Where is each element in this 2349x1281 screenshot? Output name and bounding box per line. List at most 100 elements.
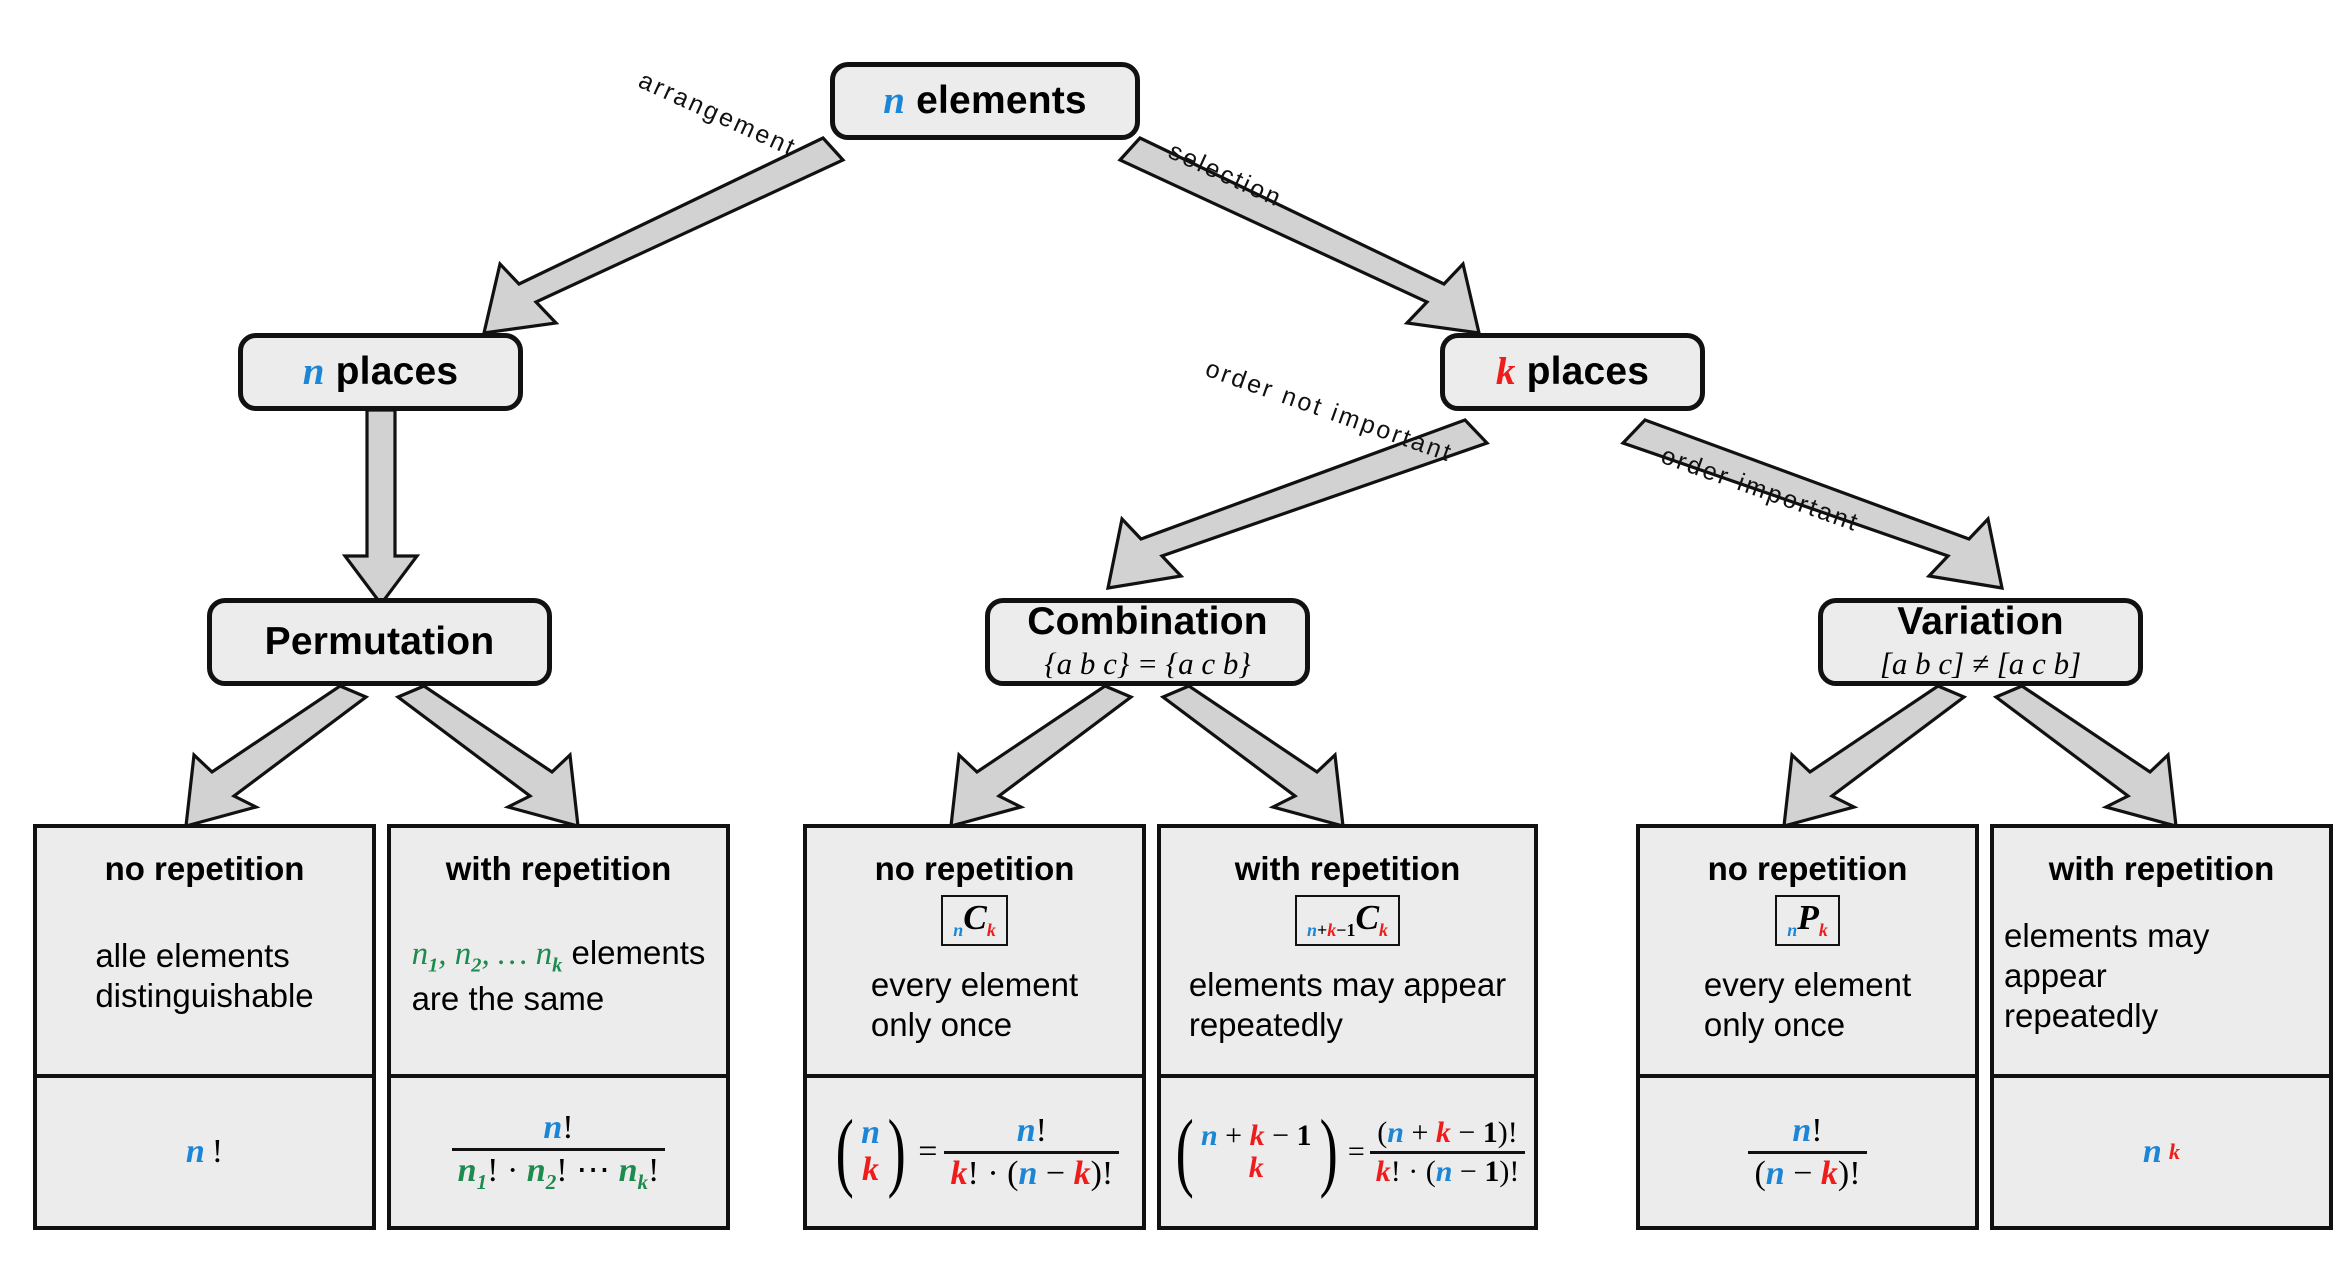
factorial-sign: ! <box>211 1133 224 1170</box>
desc-line-1: elements may appear <box>1188 965 1507 1003</box>
arrow-permutation-norep <box>184 684 370 829</box>
node-n-places-label: n places <box>302 349 459 393</box>
numerator: n! <box>543 1109 574 1147</box>
node-combination[interactable]: Combination {a b c} = {a c b} <box>985 598 1310 686</box>
desc-line-2: only once <box>870 1005 1013 1043</box>
card-formula: ( n k ) = n! k! · (n − k)! <box>807 1074 1142 1226</box>
var-k: k <box>1495 349 1516 393</box>
paren-right: ) <box>1319 1103 1338 1201</box>
paren-left: ( <box>835 1103 854 1201</box>
binomial-coefficient: ( n + k − 1 k ) <box>1170 1103 1343 1201</box>
card-header: with repetition <box>2048 850 2275 887</box>
card-description: every element only once <box>871 965 1078 1046</box>
card-header: no repetition <box>1707 850 1908 887</box>
fraction: (n + k − 1)! k! · (n − 1)! <box>1369 1115 1526 1187</box>
desc-elements-word: elements <box>571 934 706 972</box>
formula-multiset-permutation: n! n1! · n2! ⋯ nk! <box>451 1109 666 1193</box>
numerator: n! <box>1792 1111 1823 1149</box>
card-top: with repetition elements may appear repe… <box>1994 828 2329 1074</box>
card-formula: n! (n − k)! <box>1640 1074 1975 1226</box>
desc-line-2: distinguishable <box>95 976 314 1014</box>
desc-line-1: every element <box>870 965 1079 1003</box>
card-combination-no-repetition[interactable]: no repetition nCk every element only onc… <box>803 824 1146 1230</box>
card-header: no repetition <box>104 850 305 887</box>
node-n-places[interactable]: n places <box>238 333 523 411</box>
arrow-combination-norep <box>949 684 1135 829</box>
arrow-variation-withrep <box>1992 684 2178 829</box>
var-n: n <box>185 1133 205 1170</box>
desc-line-2: only once <box>1703 1005 1846 1043</box>
card-variation-no-repetition[interactable]: no repetition nPk every element only onc… <box>1636 824 1979 1230</box>
node-permutation[interactable]: Permutation <box>207 598 552 686</box>
card-permutation-no-repetition[interactable]: no repetition alle elements distinguisha… <box>33 824 376 1230</box>
node-permutation-title: Permutation <box>264 619 495 663</box>
denominator: n1! · n2! ⋯ nk! <box>451 1148 666 1193</box>
notation-n-plus-k-minus-1-C-k: n+k−1Ck <box>1294 894 1401 946</box>
var-n: n <box>2142 1133 2162 1170</box>
desc-line-1: n1, n2, … nk elements <box>412 933 706 979</box>
subscripted-n-list: n1, n2, … nk <box>411 936 563 977</box>
desc-line-1: every element <box>1703 965 1912 1003</box>
binom-bottom: k <box>862 1151 880 1188</box>
formula-multiset-binomial: ( n + k − 1 k ) = (n + k − 1)! k! · (n −… <box>1170 1103 1526 1201</box>
card-formula: n! <box>37 1074 372 1226</box>
card-top: no repetition nCk every element only onc… <box>807 828 1142 1074</box>
card-description: elements may appear repeatedly <box>1189 965 1506 1046</box>
binom-top: n <box>861 1114 880 1152</box>
fraction: n! (n − k)! <box>1748 1111 1867 1191</box>
node-variation-title: Variation <box>1897 600 2064 644</box>
arrow-combination-withrep <box>1159 684 1345 829</box>
card-description: elements may appear repeatedly <box>2004 916 2319 1037</box>
node-k-places-text: places <box>1526 349 1650 393</box>
denominator: (n − k)! <box>1748 1150 1867 1191</box>
card-top: with repetition n+k−1Ck elements may app… <box>1161 828 1534 1074</box>
card-variation-with-repetition[interactable]: with repetition elements may appear repe… <box>1990 824 2333 1230</box>
fraction: n! n1! · n2! ⋯ nk! <box>451 1109 666 1193</box>
formula-binomial: ( n k ) = n! k! · (n − k)! <box>830 1103 1120 1201</box>
card-description: n1, n2, … nk elements are the same <box>412 933 706 1019</box>
node-variation[interactable]: Variation [a b c] ≠ [a c b] <box>1818 598 2143 686</box>
var-k-exponent: k <box>2168 1138 2181 1164</box>
numerator: (n + k − 1)! <box>1377 1115 1518 1149</box>
card-top: no repetition alle elements distinguisha… <box>37 828 372 1074</box>
binomial-coefficient: ( n k ) <box>830 1103 912 1201</box>
card-description: every element only once <box>1704 965 1911 1046</box>
paren-right: ) <box>887 1103 906 1201</box>
notation-nPk: nPk <box>1775 894 1840 946</box>
card-formula: ( n + k − 1 k ) = (n + k − 1)! k! · (n −… <box>1161 1074 1534 1226</box>
card-header: no repetition <box>874 850 1075 887</box>
formula-n-factorial: n! <box>186 1135 223 1169</box>
binom-stack: n k <box>859 1115 882 1188</box>
node-combination-title: Combination <box>1027 600 1268 644</box>
binom-stack: n + k − 1 k <box>1199 1118 1314 1185</box>
numerator: n! <box>1016 1111 1047 1149</box>
notation-nCk: nCk <box>941 894 1008 946</box>
formula-variation: n! (n − k)! <box>1748 1111 1867 1191</box>
node-k-places-label: k places <box>1495 349 1650 393</box>
var-n: n <box>883 78 906 122</box>
arrow-nplaces-permutation <box>341 408 421 607</box>
desc-line-1: alle elements <box>95 936 290 974</box>
arrow-order-important <box>1620 418 2005 590</box>
card-combination-with-repetition[interactable]: with repetition n+k−1Ck elements may app… <box>1157 824 1538 1230</box>
arrow-selection <box>1117 136 1482 335</box>
card-header: with repetition <box>445 850 672 887</box>
card-permutation-with-repetition[interactable]: with repetition n1, n2, … nk elements ar… <box>387 824 730 1230</box>
var-n: n <box>302 349 325 393</box>
card-formula: n! n1! · n2! ⋯ nk! <box>391 1074 726 1226</box>
card-top: no repetition nPk every element only onc… <box>1640 828 1975 1074</box>
desc-line-2: repeatedly <box>1188 1005 1343 1043</box>
paren-left: ( <box>1175 1103 1194 1201</box>
arrow-permutation-withrep <box>394 684 580 829</box>
node-n-elements[interactable]: n elements <box>830 62 1140 140</box>
node-variation-subtitle: [a b c] ≠ [a c b] <box>1879 646 2082 682</box>
desc-line-1: elements may appear <box>2004 916 2210 994</box>
node-k-places[interactable]: k places <box>1440 333 1705 411</box>
binom-top: n + k − 1 <box>1200 1118 1312 1152</box>
node-combination-subtitle: {a b c} = {a c b} <box>1044 646 1251 682</box>
arrow-order-not-important <box>1105 418 1490 590</box>
denominator: k! · (n − 1)! <box>1369 1150 1526 1187</box>
